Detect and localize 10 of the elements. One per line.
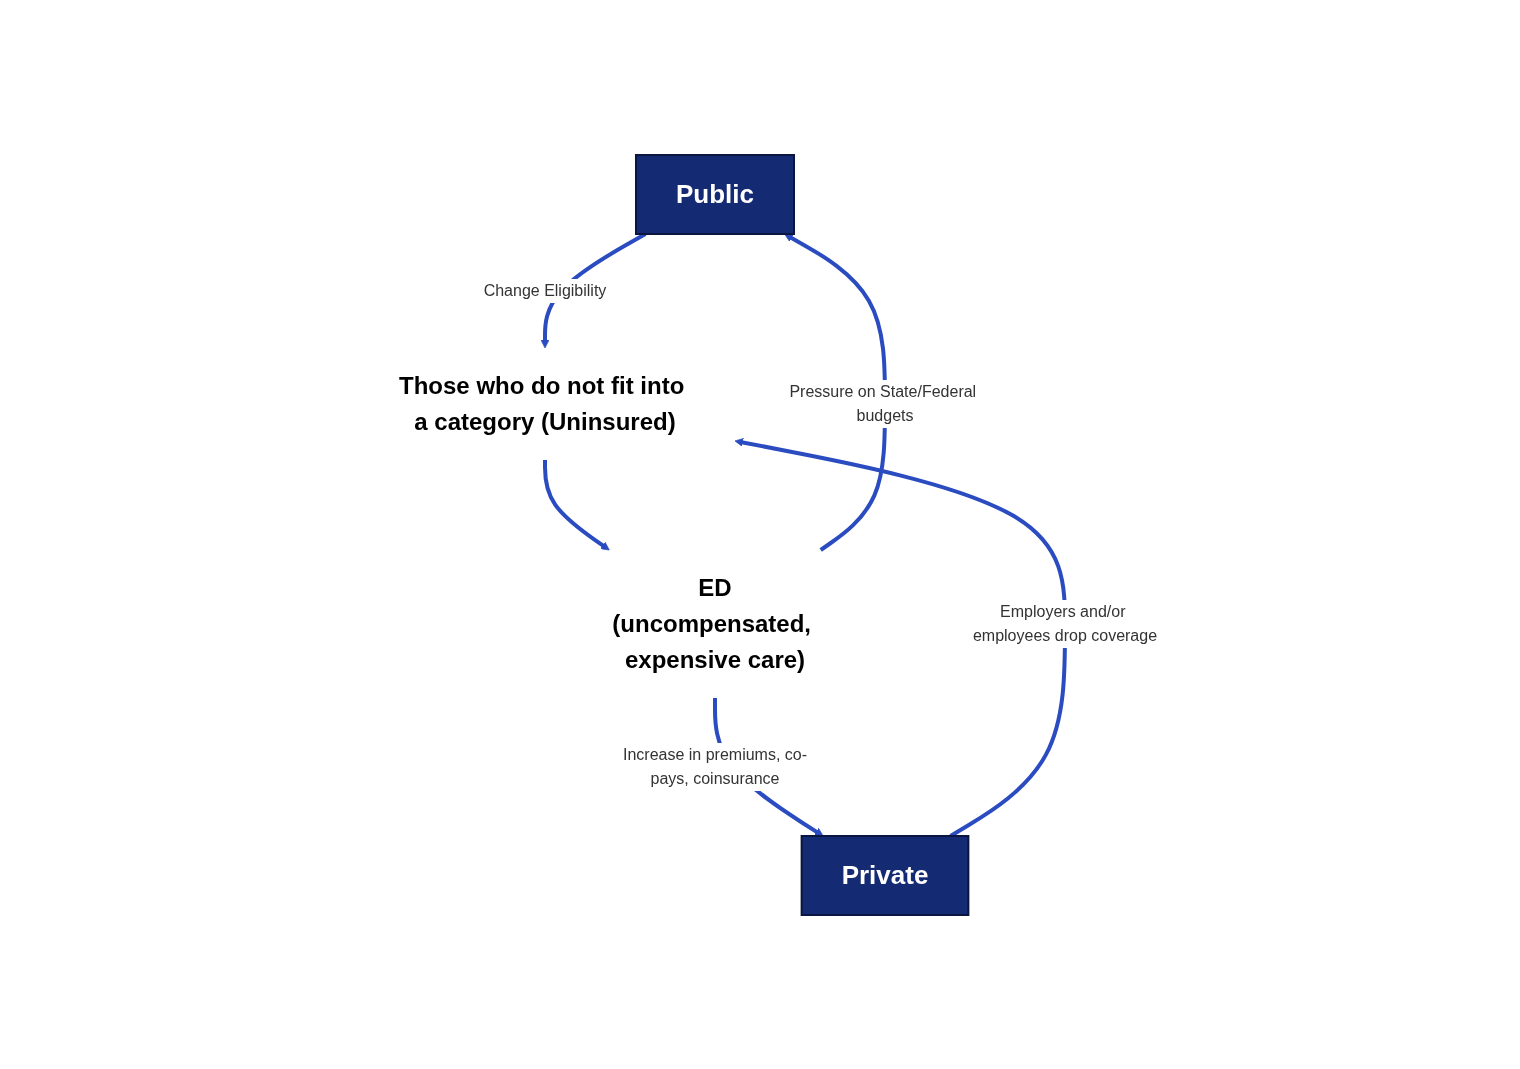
arrow <box>543 459 610 550</box>
edge-label: Pressure on State/Federal budgets <box>789 382 977 424</box>
node-box: Public <box>635 153 795 235</box>
arrow <box>784 233 887 552</box>
edge-label: Employers and/or employees drop coverage <box>972 602 1158 644</box>
edge-label: Change Eligibility <box>483 281 607 299</box>
node-box: Private <box>800 834 970 916</box>
node-text: ED (uncompensated, expensive care) <box>612 573 812 673</box>
edge-label: Increase in premiums, co-pays, coinsurance <box>622 745 808 787</box>
node-text: Those who do not fit into a category (Uninsured) <box>399 371 685 435</box>
